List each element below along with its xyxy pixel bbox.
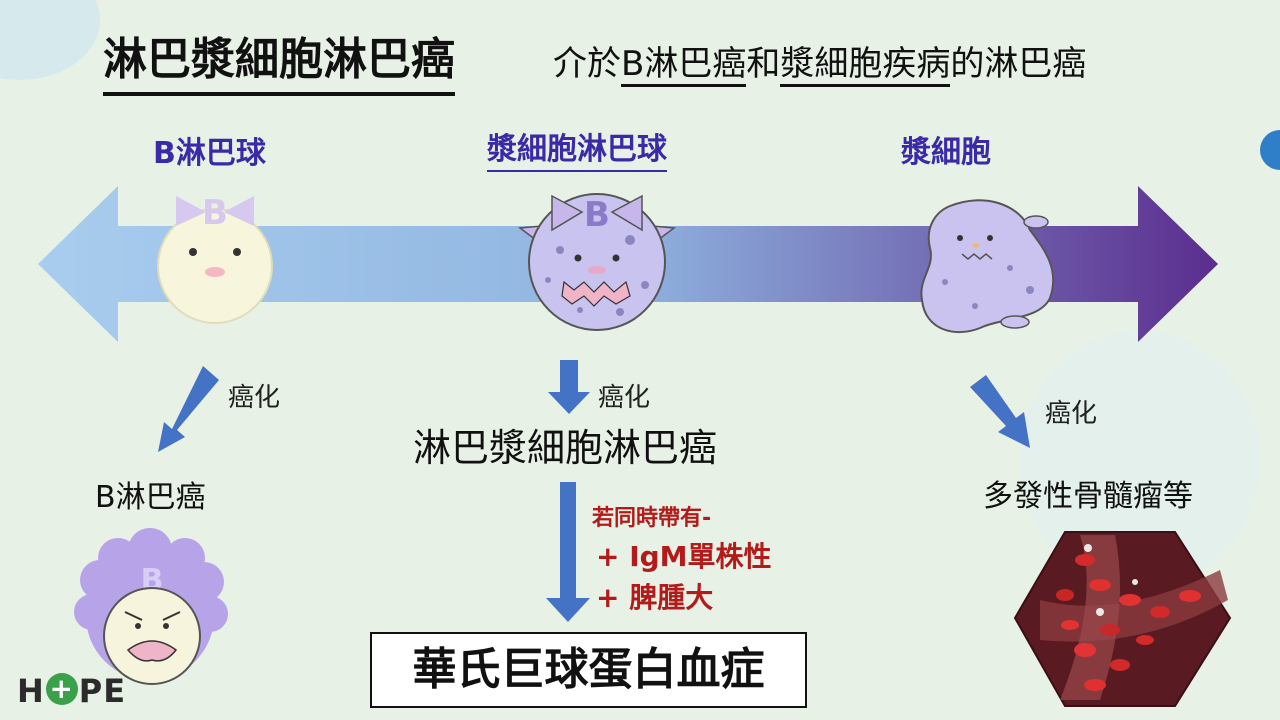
subtitle-part: 介於 (553, 44, 621, 84)
plasmacytoid-lymphocyte-icon: B (517, 193, 677, 331)
arrow-down-to-result (546, 482, 590, 622)
blood-cells-image (1013, 531, 1232, 707)
stage-label-b-lymphocyte: B淋巴球 (153, 136, 266, 171)
plasma-cell-icon (920, 199, 1055, 334)
result-box: 華氏巨球蛋白血症 (370, 632, 807, 708)
subtitle-part: 的淋巴癌 (950, 44, 1087, 84)
logo-text: PE (78, 672, 127, 710)
cancerization-arrow-right (970, 375, 1030, 448)
subtitle-part: 和 (746, 44, 781, 84)
background-dot (1260, 130, 1280, 170)
stage-label-plasma-cell: 漿細胞 (901, 135, 991, 170)
outcome-multiple-myeloma: 多發性骨髓瘤等 (983, 479, 1193, 514)
stage-label-plasmacytoid-lymphocyte: 漿細胞淋巴球 (487, 130, 667, 172)
hope-logo: H+PE (17, 672, 126, 710)
cell-badge-b: B (202, 193, 228, 233)
cancerization-label: 癌化 (1045, 399, 1098, 429)
page-subtitle: 介於B淋巴癌和漿細胞疾病的淋巴癌 (553, 42, 1087, 87)
logo-text: H (17, 672, 45, 710)
subtitle-part: 漿細胞疾病 (780, 44, 951, 87)
outcome-b-lymphoma: B淋巴癌 (95, 480, 206, 515)
b-lymphoma-cell-icon: B (74, 528, 228, 685)
cancerization-arrow-left (158, 366, 219, 452)
cross-icon: + (45, 673, 78, 705)
cell-badge-b: B (584, 195, 610, 235)
cancerization-label: 癌化 (228, 383, 281, 413)
condition-item: + IgM單株性 (596, 540, 772, 573)
cancerization-arrow-center (548, 360, 590, 414)
b-lymphocyte-icon: B (157, 193, 273, 324)
cancerization-label: 癌化 (598, 383, 651, 413)
outcome-lymphoplasmacytic-lymphoma: 淋巴漿細胞淋巴癌 (413, 426, 718, 470)
condition-item: + 脾腫大 (596, 581, 714, 614)
page-title: 淋巴漿細胞淋巴癌 (103, 30, 455, 96)
condition-heading: 若同時帶有- (592, 506, 712, 531)
subtitle-part: B淋巴癌 (621, 44, 747, 87)
